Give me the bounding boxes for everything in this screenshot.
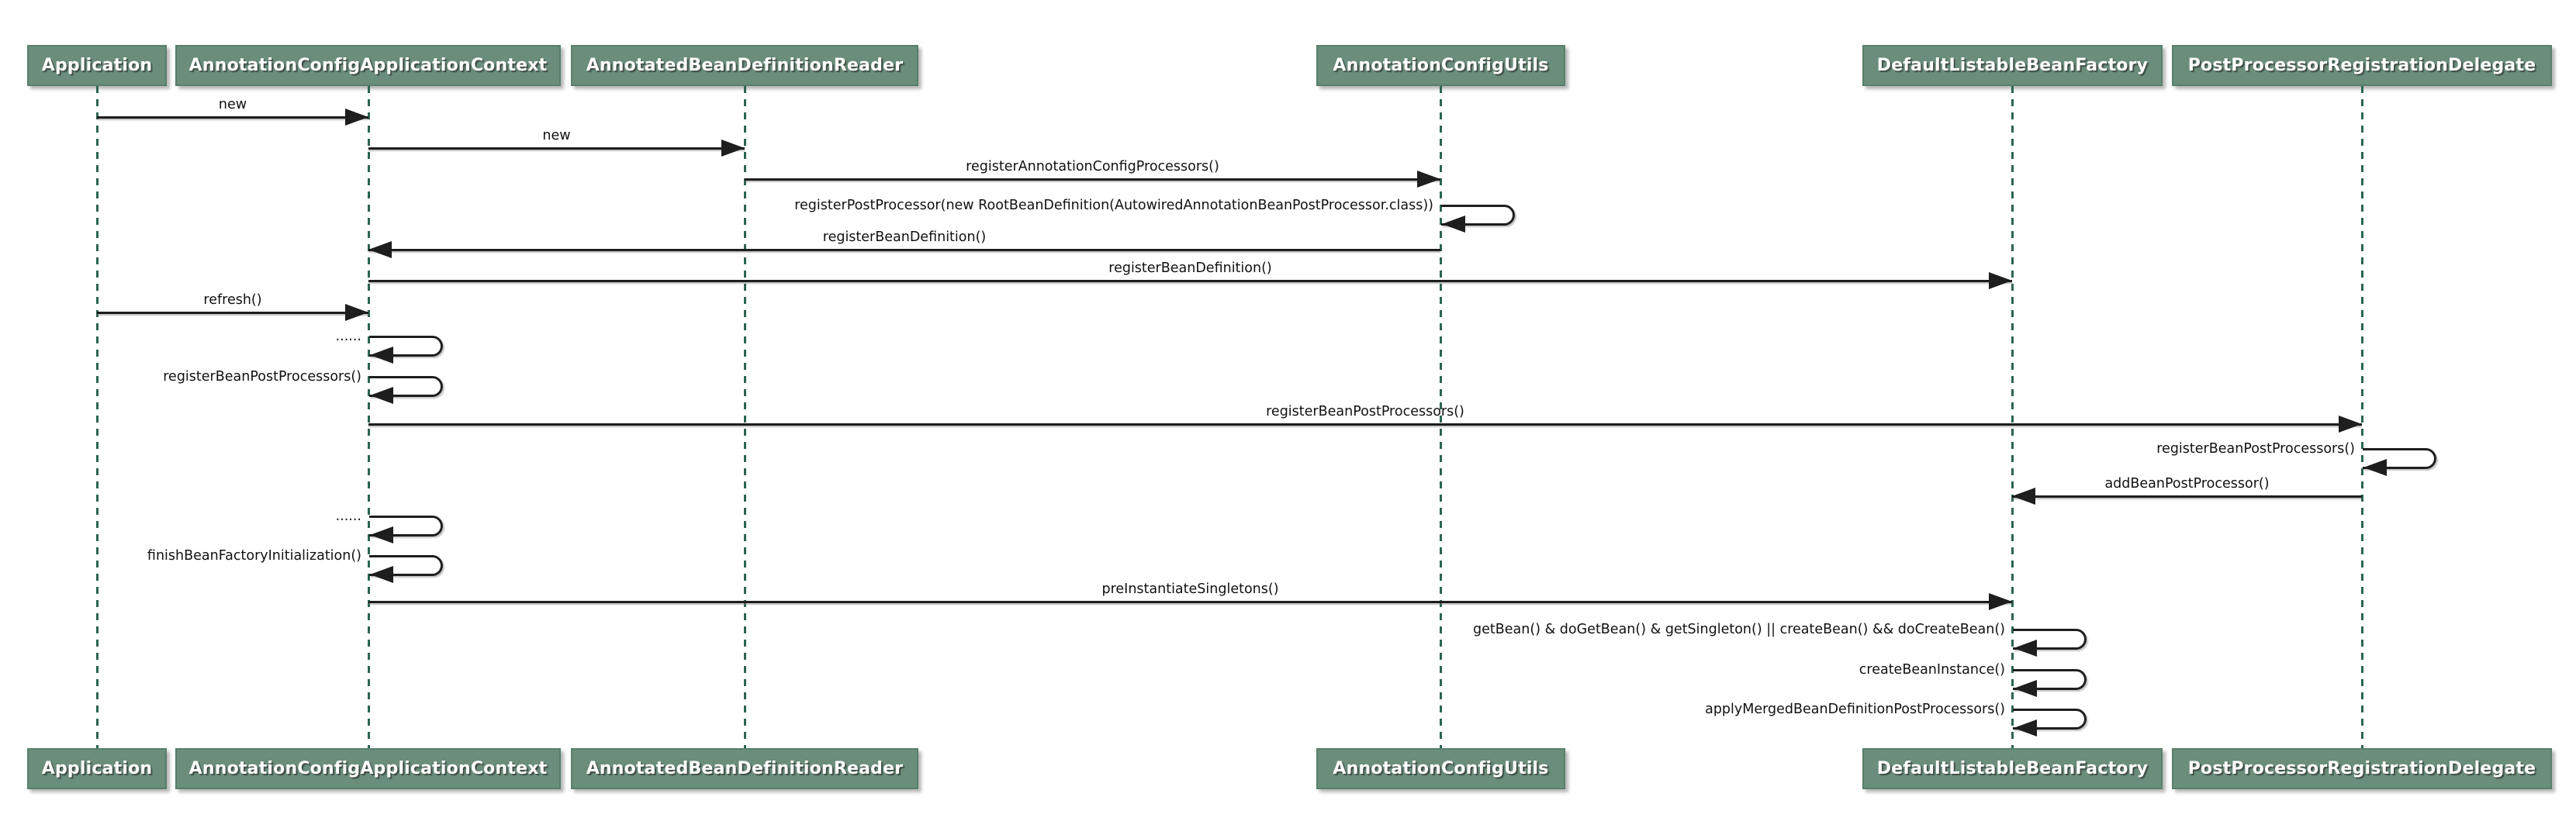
self-message-label: ...... <box>335 329 361 344</box>
arrow-head-icon <box>721 140 745 157</box>
arrow-head-icon <box>1989 593 2012 610</box>
arrow-head-icon <box>370 566 393 583</box>
message-arrow-line <box>97 311 368 314</box>
lifeline-annotation-config-application-context <box>367 86 370 748</box>
self-message-label: applyMergedBeanDefinitionPostProcessors(… <box>1705 702 2005 717</box>
message-label: registerBeanDefinition() <box>822 229 987 245</box>
participant-label: AnnotatedBeanDefinitionReader <box>586 56 904 75</box>
participant-box-bottom-application: Application <box>27 748 167 789</box>
arrow-head-icon <box>1417 171 1440 188</box>
lifeline-post-processor-registration-delegate <box>2360 86 2363 748</box>
participant-label: AnnotationConfigUtils <box>1333 56 1549 75</box>
self-call-loop <box>1441 204 1515 226</box>
arrow-head-icon <box>345 109 368 126</box>
message-label: registerAnnotationConfigProcessors() <box>966 159 1219 174</box>
participant-box-bottom-annotation-config-application-context: AnnotationConfigApplicationContext <box>175 748 561 789</box>
self-call-loop <box>2013 708 2087 730</box>
participant-label: AnnotatedBeanDefinitionReader <box>586 759 904 778</box>
lifeline-application <box>95 86 99 748</box>
arrow-head-icon <box>345 304 368 321</box>
participant-box-top-annotation-config-application-context: AnnotationConfigApplicationContext <box>175 45 561 86</box>
participant-box-bottom-post-processor-registration-delegate: PostProcessorRegistrationDelegate <box>2172 748 2552 789</box>
participant-label: AnnotationConfigUtils <box>1333 759 1549 778</box>
self-message-label: registerBeanPostProcessors() <box>2156 441 2355 457</box>
message-arrow-line <box>2012 495 2362 498</box>
self-call-loop <box>2363 447 2436 469</box>
arrow-head-icon <box>2012 488 2035 505</box>
self-message-label: ...... <box>335 509 361 524</box>
participant-box-top-annotated-bean-definition-reader: AnnotatedBeanDefinitionReader <box>571 45 918 86</box>
message-arrow-line <box>368 248 1440 251</box>
self-call-loop <box>369 515 443 536</box>
message-arrow-line <box>368 600 2012 603</box>
self-call-loop <box>2013 628 2087 650</box>
participant-label: Application <box>41 759 153 778</box>
arrow-head-icon <box>2014 680 2037 697</box>
message-label: registerBeanDefinition() <box>1108 260 1272 276</box>
self-message-label: createBeanInstance() <box>1859 662 2005 678</box>
arrow-head-icon <box>370 387 393 404</box>
self-message-label: getBean() & doGetBean() & getSingleton()… <box>1473 622 2005 637</box>
message-label: registerBeanPostProcessors() <box>1266 404 1464 419</box>
participant-box-top-application: Application <box>27 45 167 86</box>
message-arrow-line <box>97 116 368 119</box>
self-message-label: registerPostProcessor(new RootBeanDefini… <box>794 198 1433 213</box>
self-call-loop <box>2013 668 2087 690</box>
self-message-label: finishBeanFactoryInitialization() <box>147 548 361 564</box>
message-label: addBeanPostProcessor() <box>2104 476 2270 492</box>
lifeline-annotated-bean-definition-reader <box>743 86 746 748</box>
message-label: new <box>542 128 571 143</box>
participant-label: AnnotationConfigApplicationContext <box>188 56 548 75</box>
lifeline-default-listable-bean-factory <box>2011 86 2014 748</box>
arrow-head-icon <box>1989 272 2012 289</box>
participant-box-bottom-default-listable-bean-factory: DefaultListableBeanFactory <box>1862 748 2163 789</box>
participant-label: DefaultListableBeanFactory <box>1876 759 2149 778</box>
self-call-loop <box>369 554 443 576</box>
arrow-head-icon <box>370 347 393 364</box>
participant-box-bottom-annotation-config-utils: AnnotationConfigUtils <box>1316 748 1565 789</box>
participant-label: DefaultListableBeanFactory <box>1876 56 2149 75</box>
message-arrow-line <box>368 423 2362 426</box>
participant-label: PostProcessorRegistrationDelegate <box>2187 56 2536 75</box>
message-label: refresh() <box>203 292 262 308</box>
participant-label: PostProcessorRegistrationDelegate <box>2187 759 2536 778</box>
arrow-head-icon <box>370 526 393 543</box>
arrow-head-icon <box>2014 719 2037 737</box>
participant-box-top-default-listable-bean-factory: DefaultListableBeanFactory <box>1862 45 2163 86</box>
participant-box-bottom-annotated-bean-definition-reader: AnnotatedBeanDefinitionReader <box>571 748 918 789</box>
message-arrow-line <box>745 178 1440 181</box>
self-call-loop <box>369 375 443 397</box>
self-call-loop <box>369 335 443 357</box>
message-label: new <box>218 97 247 112</box>
participant-box-top-annotation-config-utils: AnnotationConfigUtils <box>1316 45 1565 86</box>
participant-box-top-post-processor-registration-delegate: PostProcessorRegistrationDelegate <box>2172 45 2552 86</box>
participant-label: AnnotationConfigApplicationContext <box>188 759 548 778</box>
message-arrow-line <box>368 147 745 150</box>
arrow-head-icon <box>2014 640 2037 657</box>
lifeline-annotation-config-utils <box>1439 86 1442 748</box>
arrow-head-icon <box>368 241 392 258</box>
self-message-label: registerBeanPostProcessors() <box>163 369 361 385</box>
arrow-head-icon <box>2363 459 2387 476</box>
arrow-head-icon <box>1442 216 1465 233</box>
message-arrow-line <box>368 279 2012 282</box>
arrow-head-icon <box>2339 416 2362 433</box>
message-label: preInstantiateSingletons() <box>1101 581 1279 597</box>
participant-label: Application <box>41 56 153 75</box>
